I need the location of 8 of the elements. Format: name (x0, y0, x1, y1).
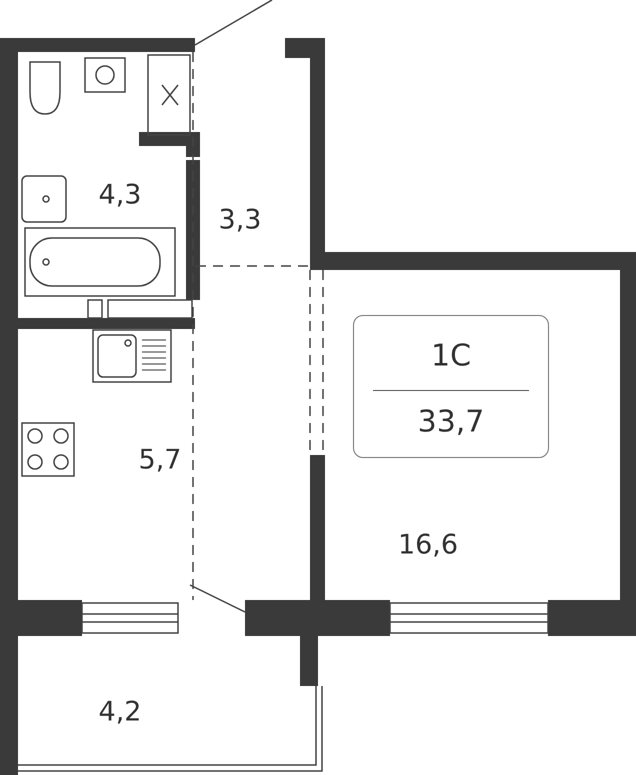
room-area-label: 16,6 (398, 530, 458, 560)
room-area-label: 5,7 (138, 444, 182, 476)
room-area-label: 4,2 (98, 696, 142, 728)
apartment-type-label: 1С (430, 338, 472, 374)
total-area-label: 33,7 (418, 404, 484, 440)
room-area-label: 4,3 (98, 180, 142, 210)
apartment-info-card (353, 315, 549, 458)
room-area-label: 3,3 (218, 204, 262, 236)
